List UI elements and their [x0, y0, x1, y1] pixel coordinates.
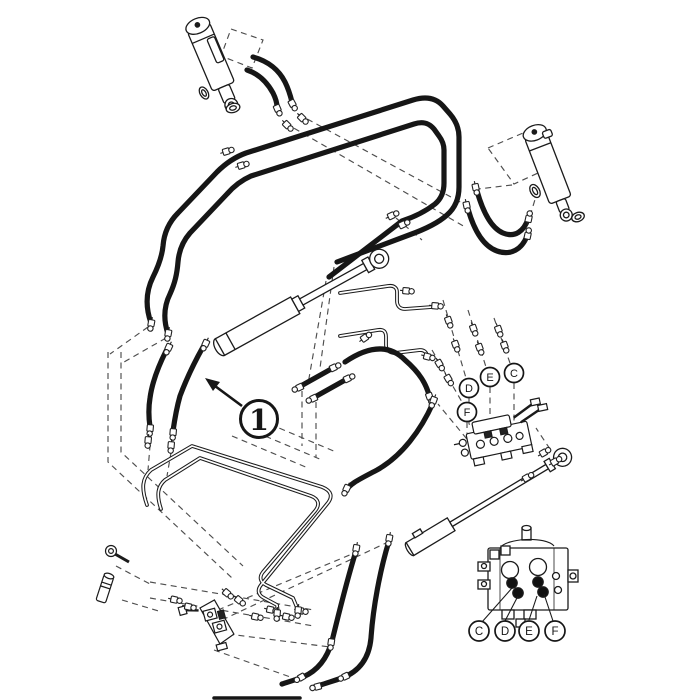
- hose-short-b: [310, 376, 350, 401]
- port-d: [512, 587, 524, 599]
- callout-upper-e-label: E: [486, 372, 493, 384]
- cylinder-lower-right: [404, 447, 573, 557]
- cylinders: [185, 16, 585, 557]
- hose-lower-w3: [279, 548, 359, 687]
- callout-lower-e-label: E: [525, 626, 533, 638]
- callout-upper-d: D: [458, 377, 480, 399]
- callout-upper-f-label: F: [464, 407, 471, 419]
- callout-upper-c: C: [503, 362, 525, 384]
- hose-lower-w1: [343, 400, 436, 494]
- hose-loop-outer: [144, 95, 462, 326]
- washer-top-right: [571, 211, 585, 223]
- callout-1-label: 1: [249, 403, 269, 437]
- hose-item1-left: [146, 348, 169, 430]
- lower-callout-leaders: [481, 587, 554, 623]
- hose-cylinder1-b: [244, 67, 280, 110]
- hose-valve-s1: [474, 188, 531, 238]
- hose-mid-curve: [342, 346, 432, 398]
- callout-1: 1: [205, 378, 279, 439]
- oring-top-right: [529, 183, 541, 199]
- callout-1-arrowhead: [205, 378, 220, 391]
- hose-item1-right: [170, 344, 206, 434]
- port-c: [506, 577, 518, 589]
- upper-valve-callouts: D E C F: [456, 362, 525, 423]
- hose-short-a: [296, 365, 336, 390]
- hose-valve-s2: [465, 206, 530, 256]
- hose-loop-inner: [162, 120, 447, 337]
- lower-valve-callouts: C D E F: [468, 620, 566, 642]
- hydraulic-hoses: [144, 54, 531, 700]
- oring-top-left: [198, 86, 210, 100]
- callout-upper-c-label: C: [510, 368, 518, 380]
- callout-lower-d: D: [494, 620, 516, 642]
- callout-lower-c: C: [468, 620, 490, 642]
- steel-tube-lines: [141, 283, 434, 615]
- port-f: [537, 586, 549, 598]
- valve-upper: [453, 397, 549, 467]
- callout-upper-d-label: D: [465, 383, 473, 395]
- callout-lower-f-label: F: [551, 626, 558, 638]
- manifold-bottom-left: [177, 599, 235, 652]
- cylinder-top-right: [522, 124, 573, 222]
- bolt-bottom-left: [104, 544, 130, 564]
- callout-upper-e: E: [479, 366, 501, 388]
- hose-lower-w2: [309, 538, 392, 691]
- hose-cylinder1-a: [250, 54, 295, 105]
- cylinder-middle: [212, 248, 390, 357]
- callout-lower-f: F: [544, 620, 566, 642]
- washer-top-left: [225, 102, 241, 114]
- callout-lower-e: E: [518, 620, 540, 642]
- port-e: [532, 576, 544, 588]
- callout-lower-d-label: D: [501, 626, 509, 638]
- callout-upper-f: F: [456, 401, 478, 423]
- valve-lower: [477, 524, 579, 628]
- pin-bottom-left: [95, 572, 115, 604]
- cylinder-top-left: [185, 16, 239, 113]
- callout-lower-c-label: C: [475, 626, 483, 638]
